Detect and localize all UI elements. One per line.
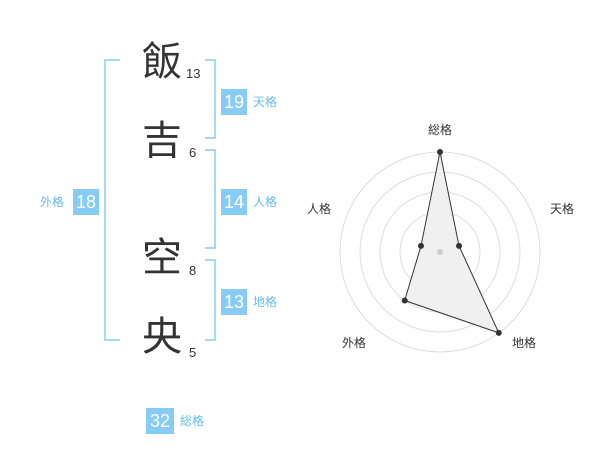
jinkaku-label: 人格 bbox=[253, 195, 278, 209]
jinkaku-value: 14 bbox=[221, 189, 247, 215]
radar-shape bbox=[404, 151, 500, 334]
chikaku-label: 地格 bbox=[253, 295, 278, 309]
radar-axis-label-soukaku: 総格 bbox=[428, 122, 452, 137]
soukaku-value: 32 bbox=[146, 408, 174, 434]
radar-axis-label-chikaku: 地格 bbox=[512, 335, 536, 350]
stroke-count-1: 13 bbox=[186, 66, 201, 81]
soukaku-label: 総格 bbox=[180, 414, 205, 428]
stroke-count-4: 5 bbox=[189, 345, 197, 360]
radar-point-2 bbox=[495, 329, 502, 336]
gaikaku-bracket bbox=[104, 59, 120, 341]
name-char-2: 吉 bbox=[142, 118, 182, 164]
radar-axis-label-gaikaku: 外格 bbox=[342, 335, 366, 350]
radar-axis-label-jinkaku: 人格 bbox=[307, 201, 331, 216]
name-char-4: 央 bbox=[142, 314, 182, 360]
radar-point-3 bbox=[401, 297, 408, 304]
gaikaku-label: 外格 bbox=[40, 195, 65, 209]
gaikaku-value: 18 bbox=[73, 189, 99, 215]
tenkaku-label: 天格 bbox=[253, 95, 278, 109]
chikaku-value: 13 bbox=[221, 289, 247, 315]
radar-points bbox=[401, 149, 502, 336]
radar-point-4 bbox=[417, 242, 424, 249]
jinkaku-bracket bbox=[205, 149, 216, 249]
tenkaku-value: 19 bbox=[221, 89, 247, 115]
radar-center-dot bbox=[437, 249, 443, 255]
name-char-3: 空 bbox=[142, 235, 182, 281]
chikaku-bracket bbox=[205, 259, 216, 341]
stroke-count-3: 8 bbox=[189, 263, 197, 278]
radar-point-1 bbox=[456, 242, 463, 249]
radar-axis-label-tenkaku: 天格 bbox=[550, 201, 574, 216]
name-char-1: 飯 bbox=[142, 39, 182, 85]
tenkaku-bracket bbox=[205, 59, 216, 139]
stroke-count-2: 6 bbox=[189, 145, 197, 160]
radar-point-0 bbox=[437, 149, 443, 155]
